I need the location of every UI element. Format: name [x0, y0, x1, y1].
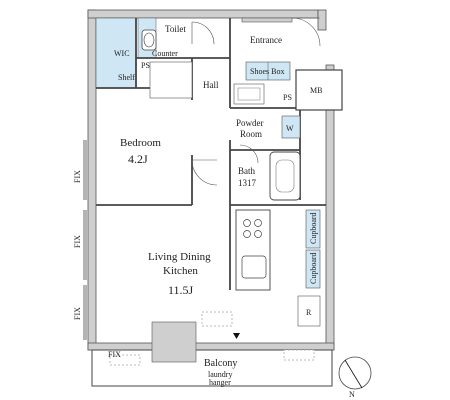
mb-box: [295, 69, 343, 111]
washer-box: [281, 115, 301, 139]
bath-size: 1317: [238, 178, 257, 188]
entrance-wall: [241, 17, 293, 23]
laundry-label-1: laundry: [208, 370, 232, 379]
mb-label: MB: [310, 86, 322, 95]
wic-label: WIC: [114, 49, 130, 58]
powder-room-label-1: Powder: [236, 118, 264, 128]
bath-tub: [269, 151, 301, 201]
outer-walls: [87, 9, 335, 351]
fridge-label: R: [306, 308, 312, 317]
shelf-label: Shelf: [118, 73, 135, 82]
fix-window-1: FIX: [73, 170, 82, 183]
entry-arrow: [233, 333, 240, 339]
counter-label: Counter: [152, 49, 178, 58]
cupboard-upper-label: Cupboard: [309, 212, 318, 244]
window-frames: [83, 140, 87, 340]
living-label-1: Living Dining: [148, 251, 211, 263]
fix-window-2: FIX: [73, 235, 82, 248]
laundry-label-2: hanger: [209, 378, 231, 387]
bedroom-size: 4.2J: [128, 152, 148, 166]
cupboard-upper: [305, 209, 321, 249]
hall-label: Hall: [203, 80, 219, 90]
compass-north-label: N: [349, 390, 355, 399]
compass-rose: [338, 356, 372, 390]
living-label-2: Kitchen: [163, 265, 198, 277]
toilet-label: Toilet: [165, 24, 186, 34]
bath-label: Bath: [238, 166, 255, 176]
powder-sink: [233, 83, 265, 105]
kitchen-sink: [241, 255, 267, 279]
cupboard-lower-label: Cupboard: [309, 252, 318, 284]
toilet-fixture: [141, 29, 157, 51]
entrance-label: Entrance: [250, 35, 282, 45]
powder-room-label-2: Room: [240, 129, 262, 139]
bedroom-label: Bedroom: [120, 137, 161, 149]
ps-hall-label: PS: [283, 93, 292, 102]
fix-balcony-label: FIX: [108, 350, 121, 359]
washer-label: W: [286, 124, 294, 133]
shoes-box-label: Shoes Box: [250, 67, 284, 76]
ps-top-label: PS: [141, 61, 150, 70]
living-size: 11.5J: [168, 283, 194, 297]
door-swings: [191, 17, 321, 186]
fridge-space: [297, 295, 321, 327]
fix-window-3: FIX: [73, 307, 82, 320]
balcony-area: [91, 311, 333, 387]
counter: [149, 61, 193, 99]
stove: [243, 219, 262, 238]
cupboard-lower: [305, 249, 321, 289]
balcony-label: Balcony: [204, 358, 237, 369]
